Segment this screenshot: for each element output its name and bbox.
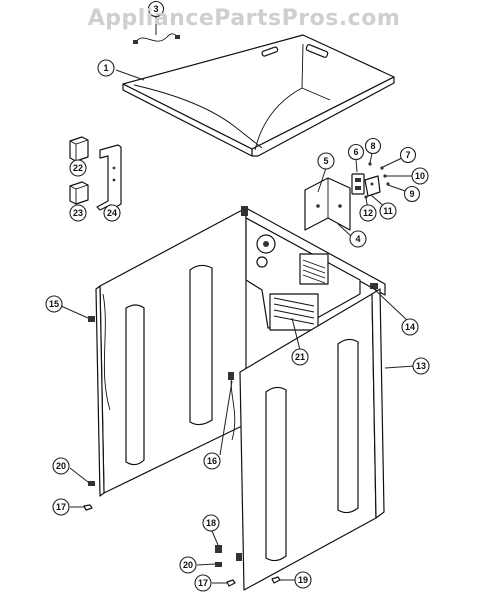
callout-17-left: 17 <box>52 498 70 516</box>
svg-text:13: 13 <box>416 361 426 371</box>
svg-text:17: 17 <box>56 502 66 512</box>
svg-text:14: 14 <box>405 322 415 332</box>
svg-text:3: 3 <box>153 4 158 14</box>
callout-13: 13 <box>412 357 430 375</box>
svg-text:7: 7 <box>405 150 410 160</box>
svg-text:16: 16 <box>207 456 217 466</box>
wire-harness-part <box>133 33 180 44</box>
svg-text:20: 20 <box>183 560 193 570</box>
callout-3: 3 <box>147 0 165 18</box>
mounting-bracket-part <box>304 177 351 231</box>
callout-15: 15 <box>45 295 63 313</box>
svg-text:15: 15 <box>49 299 59 309</box>
callout-8: 8 <box>364 137 382 155</box>
callout-11: 11 <box>379 202 397 220</box>
block-part-22 <box>69 136 89 162</box>
block-part-23 <box>69 181 89 205</box>
callout-23: 23 <box>69 204 87 222</box>
svg-text:19: 19 <box>298 575 308 585</box>
svg-text:9: 9 <box>409 189 414 199</box>
svg-text:17: 17 <box>198 578 208 588</box>
callout-12: 12 <box>359 204 377 222</box>
switch-assembly-part <box>351 162 390 199</box>
callout-18: 18 <box>202 514 220 532</box>
callout-20-bottom: 20 <box>179 556 197 574</box>
svg-text:21: 21 <box>295 352 305 362</box>
callout-16: 16 <box>203 452 221 470</box>
screw-hardware <box>83 316 281 587</box>
callout-19: 19 <box>294 571 312 589</box>
svg-text:10: 10 <box>415 171 425 181</box>
callout-7: 7 <box>399 146 417 164</box>
svg-text:18: 18 <box>206 518 216 528</box>
callout-14: 14 <box>401 318 419 336</box>
callout-21: 21 <box>291 348 309 366</box>
svg-text:4: 4 <box>355 234 360 244</box>
svg-text:1: 1 <box>103 63 108 73</box>
svg-text:6: 6 <box>353 147 358 157</box>
callout-1: 1 <box>97 59 115 77</box>
svg-text:22: 22 <box>73 163 83 173</box>
callout-10: 10 <box>411 167 429 185</box>
callout-9: 9 <box>403 185 421 203</box>
svg-text:12: 12 <box>363 208 373 218</box>
svg-text:8: 8 <box>370 141 375 151</box>
callout-17-bottom: 17 <box>194 574 212 592</box>
svg-text:24: 24 <box>107 208 117 218</box>
svg-text:11: 11 <box>383 206 393 216</box>
bracket-part-24 <box>96 144 122 211</box>
cabinet-side-panel <box>95 207 247 497</box>
cabinet-rear-panel <box>241 206 386 331</box>
callout-6: 6 <box>347 143 365 161</box>
svg-text:5: 5 <box>323 156 328 166</box>
callout-5: 5 <box>317 152 335 170</box>
callout-20-left: 20 <box>52 457 70 475</box>
front-panel-part <box>228 288 385 591</box>
svg-text:23: 23 <box>73 208 83 218</box>
top-panel-part <box>122 34 395 157</box>
callout-24: 24 <box>103 204 121 222</box>
svg-text:20: 20 <box>56 461 66 471</box>
callout-22: 22 <box>69 159 87 177</box>
callout-4: 4 <box>349 230 367 248</box>
